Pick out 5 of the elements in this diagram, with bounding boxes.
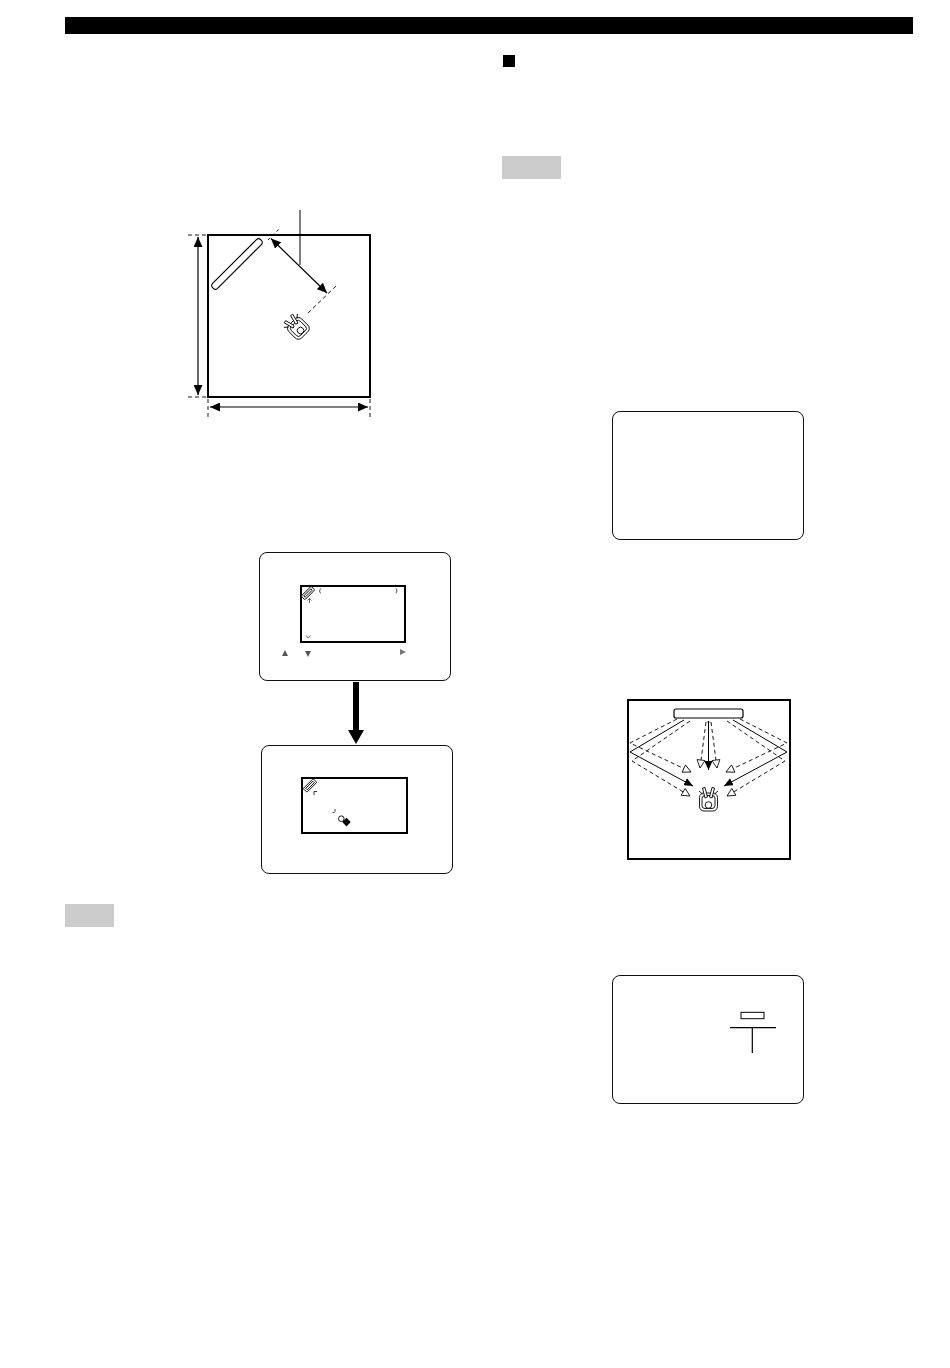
screen-frame xyxy=(261,745,453,874)
screen-frame xyxy=(259,552,451,681)
screen-frame xyxy=(612,975,804,1104)
screen-frame xyxy=(612,411,804,540)
arrow xyxy=(348,682,364,744)
